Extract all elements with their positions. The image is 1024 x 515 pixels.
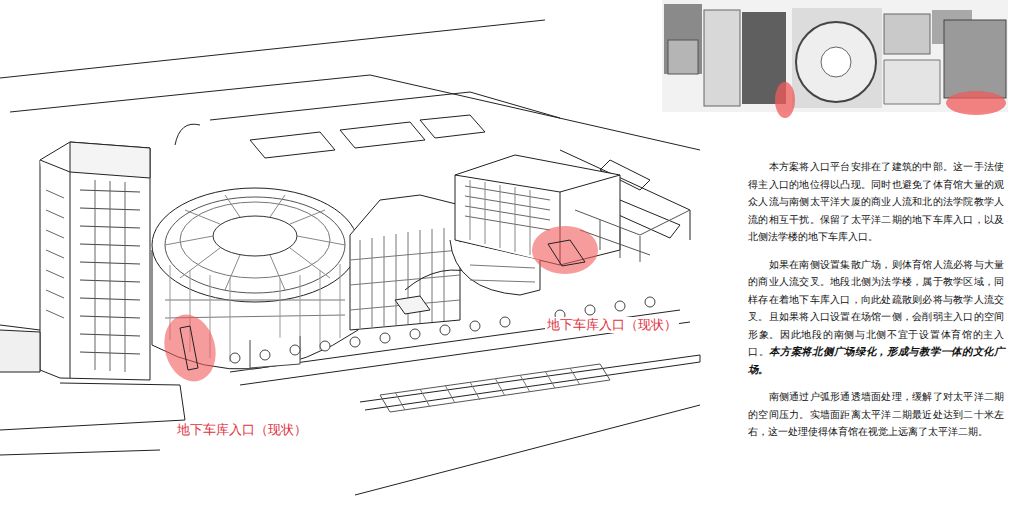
thumbnail-plan-part bbox=[664, 4, 702, 74]
tree-row-part bbox=[320, 341, 330, 351]
stadium-part bbox=[180, 202, 330, 278]
ground-lines-part bbox=[0, 383, 185, 430]
stadium-part bbox=[213, 216, 297, 256]
ground-lines-part bbox=[0, 20, 545, 78]
ground-lines-part bbox=[395, 368, 580, 410]
ground-lines-part bbox=[380, 364, 610, 412]
ground-lines-part bbox=[250, 132, 335, 158]
tree-row-part bbox=[500, 317, 510, 327]
text-column: 本方案将入口平台安排在了建筑的中部。这一手法使得主入口的地位得以凸现。同时也避免… bbox=[748, 158, 1004, 451]
glass-link-part bbox=[395, 296, 430, 314]
ground-lines-part bbox=[420, 115, 485, 138]
right-hall-part bbox=[450, 240, 540, 295]
tree-row-part bbox=[470, 321, 480, 331]
paragraph-text: 本方案将入口平台安排在了建筑的中部。这一手法使得主入口的地位得以凸现。同时也避免… bbox=[748, 160, 1004, 242]
right-hall-part bbox=[470, 180, 530, 255]
tree-row-part bbox=[290, 345, 300, 355]
description-paragraph: 本方案将入口平台安排在了建筑的中部。这一手法使得主入口的地位得以凸现。同时也避免… bbox=[748, 158, 1004, 246]
ground-lines-part bbox=[0, 450, 160, 455]
garage-entry-label: 地下车库入口（现状） bbox=[545, 317, 679, 333]
tree-row-part bbox=[645, 297, 655, 307]
tree-row-part bbox=[350, 337, 360, 347]
stadium-part bbox=[250, 336, 300, 368]
thumbnail-plan-part bbox=[884, 14, 930, 54]
garage-highlight-part bbox=[157, 309, 223, 388]
tree-row-part bbox=[380, 333, 390, 343]
left-tower-part bbox=[95, 180, 125, 372]
tree-row-part bbox=[260, 350, 270, 360]
ground-lines-part bbox=[340, 122, 425, 148]
ground-lines-part bbox=[355, 405, 700, 495]
thumbnail-plan-part bbox=[792, 8, 882, 108]
left-tower-part bbox=[40, 160, 70, 378]
garage-highlight-part bbox=[532, 226, 598, 274]
thumbnail-plan-part bbox=[884, 60, 940, 104]
left-tower-part bbox=[0, 330, 40, 372]
thumbnail-plan-part bbox=[775, 82, 795, 118]
tree-row-part bbox=[410, 329, 420, 339]
garage-highlight-part bbox=[548, 240, 585, 266]
tree-row-part bbox=[440, 325, 450, 335]
stadium-part bbox=[152, 188, 358, 302]
thumbnail-plan bbox=[662, 0, 1008, 118]
tree-row-part bbox=[585, 305, 595, 315]
emphasis-text: 本方案将北侧广场绿化，形成与教学一体的文化广场。 bbox=[748, 345, 1004, 375]
left-tower-part bbox=[40, 142, 150, 380]
garage-highlight bbox=[157, 226, 598, 387]
ground-lines-part bbox=[10, 75, 700, 150]
thumbnail-plan-part bbox=[704, 10, 740, 106]
stadium-part bbox=[165, 300, 345, 318]
thumbnail-plan-part bbox=[821, 47, 851, 77]
garage-entry-label: 地下车库入口（现状） bbox=[175, 422, 309, 438]
description-paragraph: 南侧通过户弧形通透墙面处理，缓解了对太平洋二期的空间压力。实墙面距离太平洋二期最… bbox=[748, 388, 1004, 441]
ground-lines-part bbox=[210, 92, 560, 120]
thumbnail-plan-part bbox=[944, 20, 1006, 98]
stadium bbox=[152, 188, 358, 369]
left-tower-part bbox=[46, 190, 64, 318]
tree-row-part bbox=[230, 353, 240, 363]
thumbnail-plan-part bbox=[668, 40, 698, 74]
thumbnail-plan-part bbox=[796, 22, 876, 102]
paragraph-text: 如果在南侧设置集散广场，则体育馆人流必将与大量的商业人流交叉。地段北侧为法学楼，… bbox=[748, 258, 1004, 358]
right-hall-part bbox=[465, 186, 550, 230]
glass-link-part bbox=[350, 195, 460, 330]
left-tower bbox=[0, 142, 150, 380]
left-tower-part bbox=[70, 142, 150, 178]
right-hall-part bbox=[470, 265, 535, 282]
tree-row-part bbox=[615, 301, 625, 311]
ground-lines-part bbox=[360, 355, 700, 410]
stadium-part bbox=[165, 197, 345, 293]
ground-lines bbox=[0, 20, 700, 495]
ground-lines-part bbox=[175, 124, 200, 145]
thumbnail-plan-part bbox=[946, 91, 1006, 115]
ground-lines-part bbox=[0, 325, 40, 330]
description-paragraph: 如果在南侧设置集散广场，则体育馆人流必将与大量的商业人流交叉。地段北侧为法学楼，… bbox=[748, 256, 1004, 379]
stadium-part bbox=[165, 195, 345, 290]
right-hall bbox=[450, 155, 690, 295]
paragraph-text: 南侧通过户弧形通透墙面处理，缓解了对太平洋二期的空间压力。实墙面距离太平洋二期最… bbox=[748, 390, 1004, 437]
garage-highlight-part bbox=[180, 326, 198, 370]
